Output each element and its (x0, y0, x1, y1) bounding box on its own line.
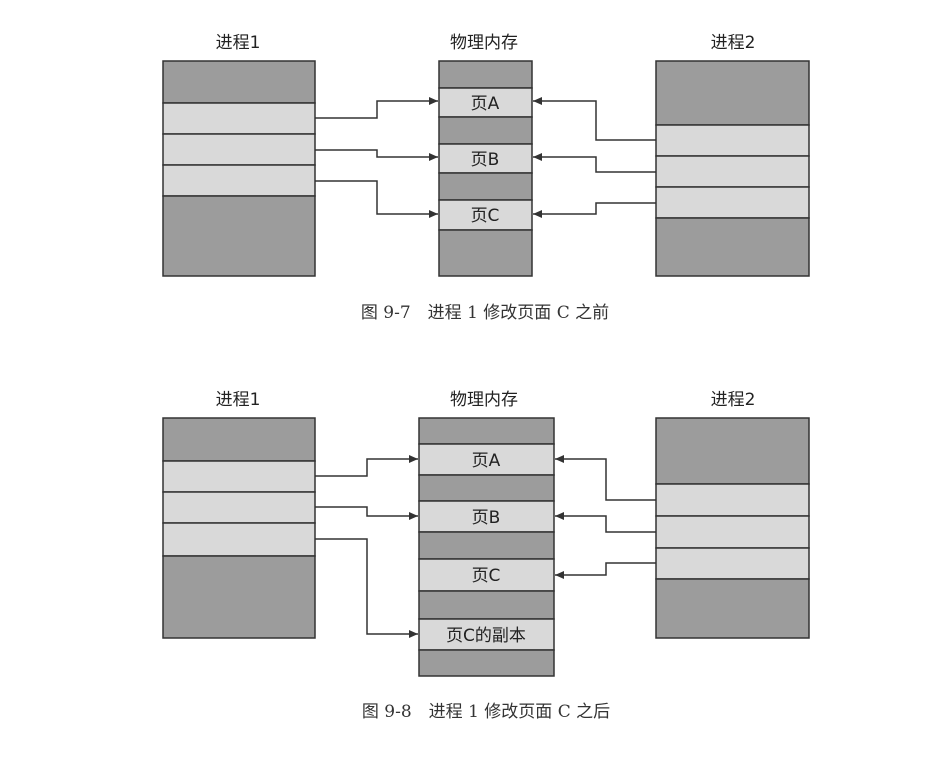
process1-page-a (162, 460, 316, 493)
process1-label: 进程1 (216, 390, 261, 410)
process2-block (655, 60, 810, 277)
process1-segment (162, 60, 316, 104)
process1-block (162, 60, 316, 277)
page-a-label: 页A (471, 94, 500, 114)
arrow-p1-to-page-b (315, 149, 438, 161)
memory-block: 页A 页B 页C 页C的副本 (418, 417, 555, 677)
figure-9-7: 进程1 物理内存 进程2 页A 页B 页C (162, 33, 810, 323)
memory-segment (418, 474, 555, 502)
process2-page-a (655, 483, 810, 517)
process2-page-b (655, 515, 810, 549)
memory-segment (418, 417, 555, 445)
memory-page-a (438, 87, 533, 118)
memory-label: 物理内存 (450, 390, 518, 410)
process1-block (162, 417, 316, 639)
process1-label: 进程1 (216, 33, 261, 53)
process1-page-c (162, 164, 316, 197)
page-b-label: 页B (472, 508, 501, 528)
process2-label: 进程2 (711, 390, 756, 410)
arrow-p2-to-page-b (555, 512, 656, 533)
page-c-label: 页C (472, 566, 501, 586)
process1-segment (162, 417, 316, 462)
process2-page-c (655, 547, 810, 580)
memory-segment (418, 531, 555, 560)
arrow-p2-to-page-a (555, 455, 656, 501)
page-a-label: 页A (472, 451, 501, 471)
memory-segment (438, 229, 533, 277)
memory-segment (438, 60, 533, 89)
process1-segment (162, 195, 316, 277)
memory-label: 物理内存 (450, 33, 518, 53)
process2-page-b (655, 155, 810, 188)
arrow-p1-to-page-a (315, 455, 418, 477)
memory-page-a (418, 443, 555, 476)
arrow-p1-to-page-c-copy (315, 538, 418, 638)
process1-page-a (162, 102, 316, 135)
process2-segment (655, 417, 810, 485)
arrow-p2-to-page-c (555, 562, 656, 579)
process1-page-c (162, 522, 316, 557)
process2-segment (655, 217, 810, 277)
memory-segment (438, 116, 533, 145)
memory-segment (418, 649, 555, 677)
arrow-p1-to-page-c (315, 180, 438, 218)
page-c-label: 页C (471, 206, 500, 226)
memory-segment (418, 590, 555, 620)
process2-segment (655, 578, 810, 639)
process2-label: 进程2 (711, 33, 756, 53)
process2-page-c (655, 186, 810, 219)
page-c-copy-label: 页C的副本 (446, 626, 526, 646)
arrow-p2-to-page-a (533, 97, 656, 141)
arrow-p1-to-page-a (315, 97, 438, 119)
process1-page-b (162, 133, 316, 166)
arrow-p1-to-page-b (315, 506, 418, 520)
memory-page-c (418, 558, 555, 592)
memory-segment (438, 172, 533, 201)
process2-page-a (655, 124, 810, 157)
page-b-label: 页B (471, 150, 500, 170)
arrow-p2-to-page-c (533, 202, 656, 218)
memory-block: 页A 页B 页C (438, 60, 533, 277)
arrow-p2-to-page-b (533, 153, 656, 173)
figure-caption: 图 9-8 进程 1 修改页面 C 之后 (362, 702, 610, 722)
process2-segment (655, 60, 810, 126)
process1-page-b (162, 491, 316, 524)
process1-segment (162, 555, 316, 639)
figure-caption: 图 9-7 进程 1 修改页面 C 之前 (361, 303, 609, 323)
figure-9-8: 进程1 物理内存 进程2 页A 页B 页C 页C的副本 (162, 390, 810, 722)
process2-block (655, 417, 810, 639)
